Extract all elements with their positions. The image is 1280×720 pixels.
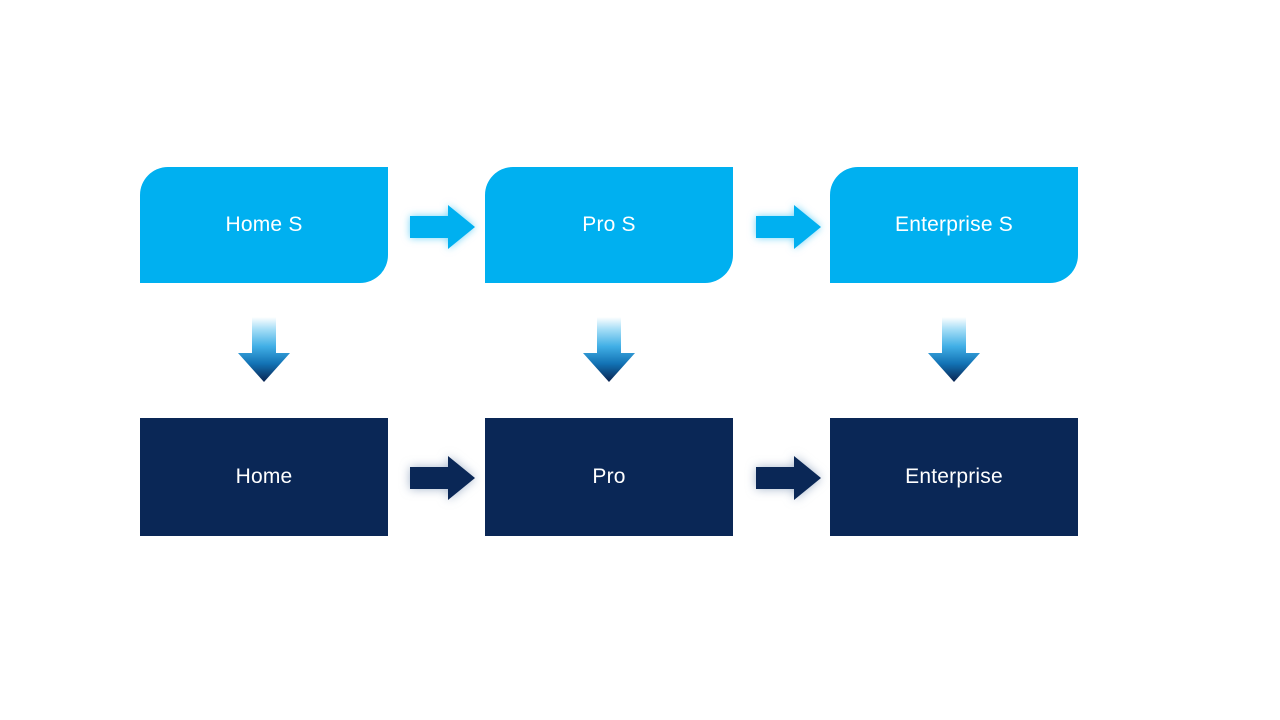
box-enterprise-label: Enterprise xyxy=(905,465,1003,488)
box-enterprise: Enterprise xyxy=(830,418,1078,536)
right-arrow-icon xyxy=(756,456,821,500)
right-arrow-icon xyxy=(410,456,475,500)
box-home-s-label: Home S xyxy=(225,213,303,236)
box-pro: Pro xyxy=(485,418,733,536)
box-enterprise-s: Enterprise S xyxy=(830,167,1078,283)
box-home-s: Home S xyxy=(140,167,388,283)
box-home-label: Home xyxy=(235,465,293,488)
box-pro-label: Pro xyxy=(592,465,626,488)
box-enterprise-s-label: Enterprise S xyxy=(895,213,1013,236)
box-pro-s-label: Pro S xyxy=(582,213,636,236)
right-arrow-icon xyxy=(410,205,475,249)
box-pro-s: Pro S xyxy=(485,167,733,283)
down-arrow-icon xyxy=(928,317,980,382)
right-arrow-icon xyxy=(756,205,821,249)
down-arrow-icon xyxy=(238,317,290,382)
down-arrow-icon xyxy=(583,317,635,382)
box-home: Home xyxy=(140,418,388,536)
